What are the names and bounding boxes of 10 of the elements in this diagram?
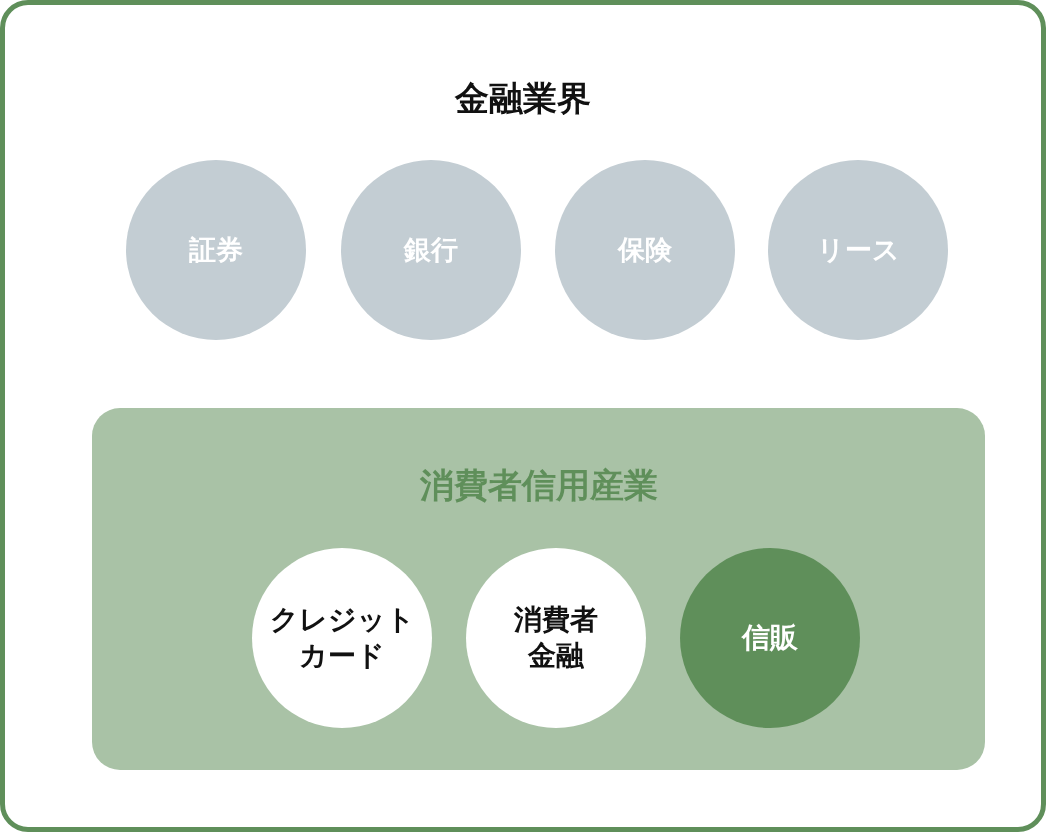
category-circle: 保険 — [555, 160, 735, 340]
group-heading: 消費者信用産業 — [419, 464, 658, 507]
category-circle: 銀行 — [341, 160, 521, 340]
category-circle: リース — [768, 160, 948, 340]
group-heading: 金融業界 — [455, 77, 591, 120]
category-circle: 信販 — [680, 548, 860, 728]
group-panel — [92, 408, 985, 770]
category-circle: 消費者金融 — [466, 548, 646, 728]
category-circle: クレジットカード — [252, 548, 432, 728]
category-circle: 証券 — [126, 160, 306, 340]
